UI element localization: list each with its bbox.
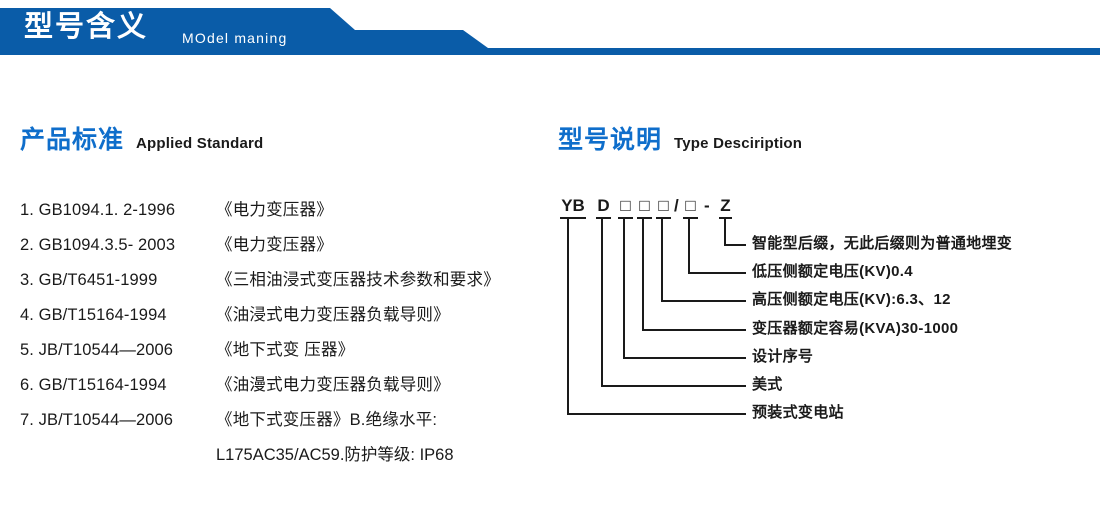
standard-name: 《地下式变 压器》 [216,341,355,359]
leader-label: 高压侧额定电压(KV):6.3、12 [752,291,951,308]
leader-label: 低压侧额定电压(KV)0.4 [752,263,913,280]
standards-heading-en: Applied Standard [136,135,264,152]
type-code-underline [637,217,652,219]
leader-line-horizontal [623,357,746,359]
type-code-segment: □ [683,196,698,219]
leader-line-vertical [567,219,569,415]
type-code-underline [560,217,586,219]
type-heading-en: Type Desciription [674,135,803,152]
type-code-diagram: YB D □ □ □ □ Z / - 智能型后缀，无此后缀则为普通地埋变低压侧额定电压(KV)0.… [556,196,1096,446]
type-section-heading: 型号说明 Type Desciription [558,120,802,156]
standard-item-continuation: L175AC35/AC59.防护等级: IP68 [20,441,550,477]
standards-heading-cn: 产品标准 [20,126,125,154]
type-code-underline [618,217,633,219]
standard-code: 3. GB/T6451-1999 [20,271,158,289]
leader-line-vertical [623,219,625,359]
standard-item: 7. JB/T10544—2006 《地下式变压器》B.绝缘水平: [20,406,550,441]
type-code-separator: / [674,196,679,215]
type-code-underline [656,217,671,219]
standard-name: 《电力变压器》 [216,236,333,254]
standard-code: 6. GB/T15164-1994 [20,376,167,394]
type-code-separator: - [704,196,710,215]
type-code-glyph: □ [658,196,669,215]
leader-label: 智能型后缀，无此后缀则为普通地埋变 [752,235,1013,252]
type-code-glyph: □ [639,196,650,215]
leader-line-horizontal [688,272,746,274]
leader-label: 变压器额定容易(KVA)30-1000 [752,320,959,337]
standard-code: 4. GB/T15164-1994 [20,306,167,324]
type-heading-cn: 型号说明 [558,126,663,154]
type-code-glyph: YB [561,196,585,215]
standards-section-heading: 产品标准 Applied Standard [20,120,263,156]
leader-line-vertical [661,219,663,302]
standard-name: 《电力变压器》 [216,201,333,219]
standard-item: 2. GB1094.3.5- 2003 《电力变压器》 [20,231,550,266]
standard-name: 《油浸式电力变压器负载导则》 [216,306,450,324]
type-code-segment: Z [719,196,732,219]
standard-code: 5. JB/T10544—2006 [20,341,174,359]
type-code-segment: YB [560,196,586,219]
leader-label: 预装式变电站 [752,404,844,421]
standard-item: 4. GB/T15164-1994 《油浸式电力变压器负载导则》 [20,301,550,336]
leader-line-horizontal [642,329,746,331]
leader-line-horizontal [601,385,746,387]
standard-item: 3. GB/T6451-1999 《三相油浸式变压器技术参数和要求》 [20,266,550,301]
leader-label: 设计序号 [752,348,814,365]
leader-line-horizontal [661,300,746,302]
standard-code: 1. GB1094.1. 2-1996 [20,201,176,219]
type-code-segment: □ [656,196,671,219]
type-code-segment: □ [618,196,633,219]
leader-line-horizontal [567,413,746,415]
standard-code: 2. GB1094.3.5- 2003 [20,236,176,254]
page-header-banner: 型号含义 MOdel maning [0,0,1100,60]
continuation-indent [20,441,216,477]
standard-item: 1. GB1094.1. 2-1996 《电力变压器》 [20,196,550,231]
type-code-glyph: □ [685,196,696,215]
leader-line-vertical [601,219,603,387]
standard-item: 5. JB/T10544—2006 《地下式变 压器》 [20,336,550,371]
type-code-underline [719,217,732,219]
type-code-segment: □ [637,196,652,219]
type-code-underline [683,217,698,219]
banner-background-shape [0,8,1100,55]
leader-line-vertical [724,219,726,246]
leader-line-vertical [688,219,690,274]
leader-line-horizontal [724,244,746,246]
type-code-glyph: D [597,196,610,215]
banner-title: 型号含义 [24,11,149,43]
type-code-underline [596,217,611,219]
banner-subtitle: MOdel maning [182,30,288,46]
standard-continuation-text: L175AC35/AC59.防护等级: IP68 [216,446,454,464]
type-code-glyph: Z [720,196,731,215]
standards-list: 1. GB1094.1. 2-1996《电力变压器》2. GB1094.3.5-… [20,196,550,477]
standard-code: 7. JB/T10544—2006 [20,411,174,429]
type-code-segment: D [596,196,611,219]
standard-name: 《地下式变压器》B.绝缘水平: [216,411,438,429]
standard-name: 《三相油浸式变压器技术参数和要求》 [216,271,500,289]
type-code-glyph: □ [620,196,631,215]
leader-label: 美式 [752,376,783,393]
leader-line-vertical [642,219,644,331]
standard-name: 《油漫式电力变压器负载导则》 [216,376,450,394]
standard-item: 6. GB/T15164-1994 《油漫式电力变压器负载导则》 [20,371,550,406]
